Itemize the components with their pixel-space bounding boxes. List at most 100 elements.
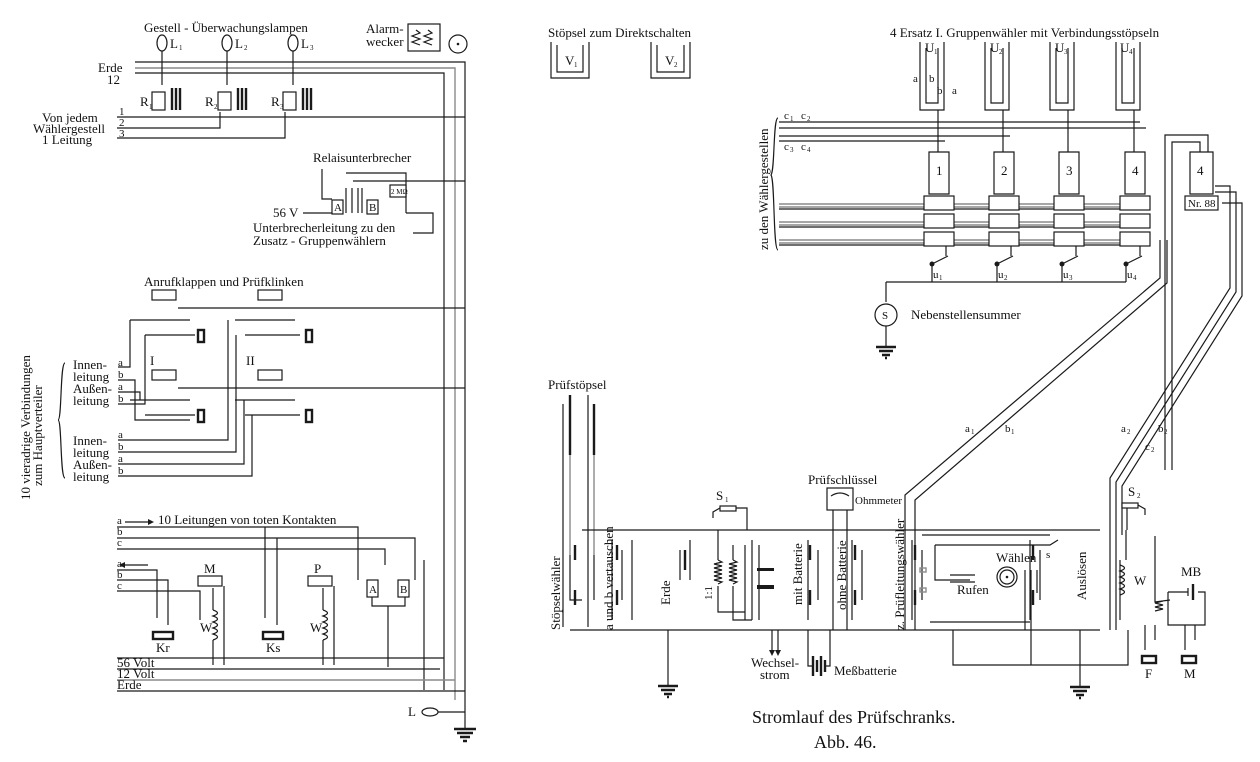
- svg-text:2: 2: [119, 117, 125, 129]
- key-label-stoepselwaehler: Stöpselwähler: [548, 556, 563, 630]
- svg-text:b: b: [117, 569, 123, 581]
- svg-text:2: 2: [807, 115, 811, 123]
- svg-text:b: b: [1158, 423, 1164, 435]
- vertical-label-frames: zu den Wählergestellen: [756, 128, 771, 250]
- svg-text:leitung: leitung: [73, 469, 110, 484]
- alarm-label-2: wecker: [366, 34, 404, 49]
- svg-text:3: 3: [1064, 48, 1068, 56]
- svg-text:R: R: [205, 94, 214, 109]
- svg-text:W: W: [310, 620, 323, 635]
- svg-text:a: a: [118, 381, 123, 393]
- resistor-icon: [713, 559, 724, 585]
- svg-text:2: 2: [214, 103, 218, 111]
- trunk-wire-1: [135, 61, 466, 712]
- key-M-icon: [1180, 654, 1198, 665]
- selector-2: 2: [988, 151, 1020, 247]
- svg-text:u: u: [1127, 269, 1133, 281]
- svg-text:b: b: [117, 526, 123, 538]
- switch-u1: u 1: [929, 246, 949, 282]
- switch-u4: u 4: [1123, 246, 1143, 282]
- svg-text:2: 2: [1004, 274, 1008, 282]
- svg-text:leitung: leitung: [73, 445, 110, 460]
- svg-text:Wechsel-: Wechsel-: [751, 655, 799, 670]
- svg-text:U: U: [1120, 40, 1130, 55]
- figure-caption-number: Abb. 46.: [814, 732, 877, 752]
- erde-label: Erde: [98, 60, 123, 75]
- svg-text:12 Volt: 12 Volt: [117, 666, 155, 681]
- svg-text:4: 4: [807, 146, 811, 154]
- interrupter-title: Relaisunterbrecher: [313, 150, 412, 165]
- svg-text:c: c: [117, 580, 122, 592]
- svg-text:c: c: [1145, 441, 1150, 453]
- svg-text:Innen-: Innen-: [73, 357, 107, 372]
- relay-P: [307, 575, 333, 587]
- svg-text:c: c: [117, 537, 122, 549]
- lamp-label: L: [170, 36, 178, 51]
- svg-text:R: R: [140, 94, 149, 109]
- ground-icon: [658, 684, 678, 699]
- svg-text:Außen-: Außen-: [73, 457, 112, 472]
- svg-text:b: b: [118, 465, 124, 477]
- interrupter-line-label-1: Unterbrecherleitung zu den: [253, 220, 396, 235]
- plug-v2: V 2: [650, 42, 691, 79]
- interrupter-relays: A B 2 MΩ: [321, 169, 465, 234]
- c-lines: [779, 121, 1146, 142]
- relay-B: [397, 579, 410, 598]
- key-label-pruefleitungswaehler: z. Prüfleitungswähler: [892, 518, 907, 630]
- svg-text:Außen-: Außen-: [73, 381, 112, 396]
- svg-text:1:1: 1:1: [703, 586, 715, 600]
- vertical-label-1: 10 vieradrige Verbindungen: [18, 355, 33, 500]
- extra-selector: 4 Nr. 88: [1164, 134, 1219, 470]
- resistor-icon: [728, 559, 739, 585]
- voltage-56v: 56 V: [273, 205, 299, 220]
- svg-text:s: s: [1046, 549, 1050, 561]
- svg-text:a: a: [965, 423, 970, 435]
- key-label-ohne-batterie: ohne Batterie: [834, 540, 849, 610]
- svg-text:Innen-: Innen-: [73, 433, 107, 448]
- relay-P-label: P: [314, 561, 321, 576]
- svg-text:1: 1: [574, 61, 578, 69]
- svg-text:3: 3: [119, 128, 125, 140]
- svg-text:u: u: [1063, 269, 1069, 281]
- coil-icon: [1118, 564, 1126, 596]
- lamp-icon: [421, 707, 439, 717]
- svg-text:u: u: [998, 269, 1004, 281]
- ring-label: Rufen: [957, 582, 989, 597]
- lamps-title: Gestell - Überwachungslampen: [144, 20, 308, 35]
- selector-plug-u3: U 3: [1049, 40, 1075, 111]
- svg-text:4: 4: [1129, 48, 1133, 56]
- erde-number: 12: [107, 72, 120, 87]
- ohmmeter-icon: [826, 487, 854, 511]
- plugs-title: Stöpsel zum Direktschalten: [548, 25, 691, 40]
- frame-bus: [779, 203, 1140, 244]
- cable-b2: [1115, 191, 1237, 630]
- jack-group-II: II: [246, 353, 255, 368]
- relay-M-label: M: [204, 561, 216, 576]
- svg-text:V: V: [665, 53, 675, 68]
- svg-text:4: 4: [1132, 163, 1139, 178]
- svg-text:leitung: leitung: [73, 393, 110, 408]
- ground-icon: [876, 345, 896, 360]
- right-top-panel: Stöpsel zum Direktschalten V 1 V 2 4 Ers…: [548, 25, 1243, 630]
- line-group-2: Innen- leitung Außen- leitung a b a b: [73, 429, 124, 484]
- svg-text:1: 1: [939, 274, 943, 282]
- battery-icon: [811, 656, 827, 676]
- svg-text:2: 2: [1151, 446, 1155, 454]
- svg-text:4: 4: [1133, 274, 1137, 282]
- dead-contacts-title: 10 Leitungen von toten Kontakten: [158, 512, 337, 527]
- svg-text:a: a: [952, 85, 957, 97]
- test-plug-title: Prüfstöpsel: [548, 377, 607, 392]
- from-frame-label-2: Wählergestell: [33, 121, 105, 136]
- frame-lines: [117, 112, 465, 139]
- svg-text:1: 1: [179, 44, 183, 52]
- svg-text:3: 3: [310, 44, 314, 52]
- svg-text:W: W: [200, 620, 213, 635]
- svg-text:b: b: [118, 369, 124, 381]
- svg-text:A: A: [369, 584, 377, 596]
- svg-text:1: 1: [936, 163, 943, 178]
- svg-text:3: 3: [1069, 274, 1073, 282]
- selector-1: 1: [923, 151, 955, 247]
- alarm-label-1: Alarm-: [366, 21, 404, 36]
- svg-text:1: 1: [1011, 428, 1015, 436]
